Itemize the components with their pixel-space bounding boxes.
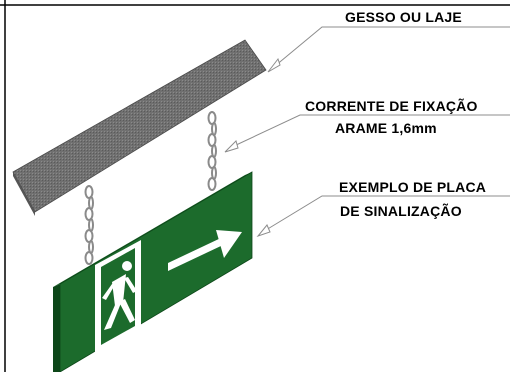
arrow-right-icon xyxy=(168,230,242,271)
chain-right xyxy=(207,111,217,191)
leader-chain xyxy=(224,114,510,153)
label-ceiling: GESSO OU LAJE xyxy=(345,9,462,25)
sign-edge xyxy=(53,284,60,372)
label-chain: CORRENTE DE FIXAÇÃO xyxy=(305,98,478,114)
label-sign-line1: EXEMPLO DE PLACA xyxy=(339,179,487,195)
leader-sign xyxy=(256,195,510,238)
leader-ceiling xyxy=(267,26,510,73)
ceiling-beam xyxy=(12,39,267,216)
emergency-exit-running-man-icon xyxy=(95,240,141,357)
label-wire: ARAME 1,6mm xyxy=(335,120,437,136)
exit-sign xyxy=(53,171,253,373)
label-sign-line2: DE SINALIZAÇÃO xyxy=(340,203,462,219)
chain-left xyxy=(84,185,94,265)
